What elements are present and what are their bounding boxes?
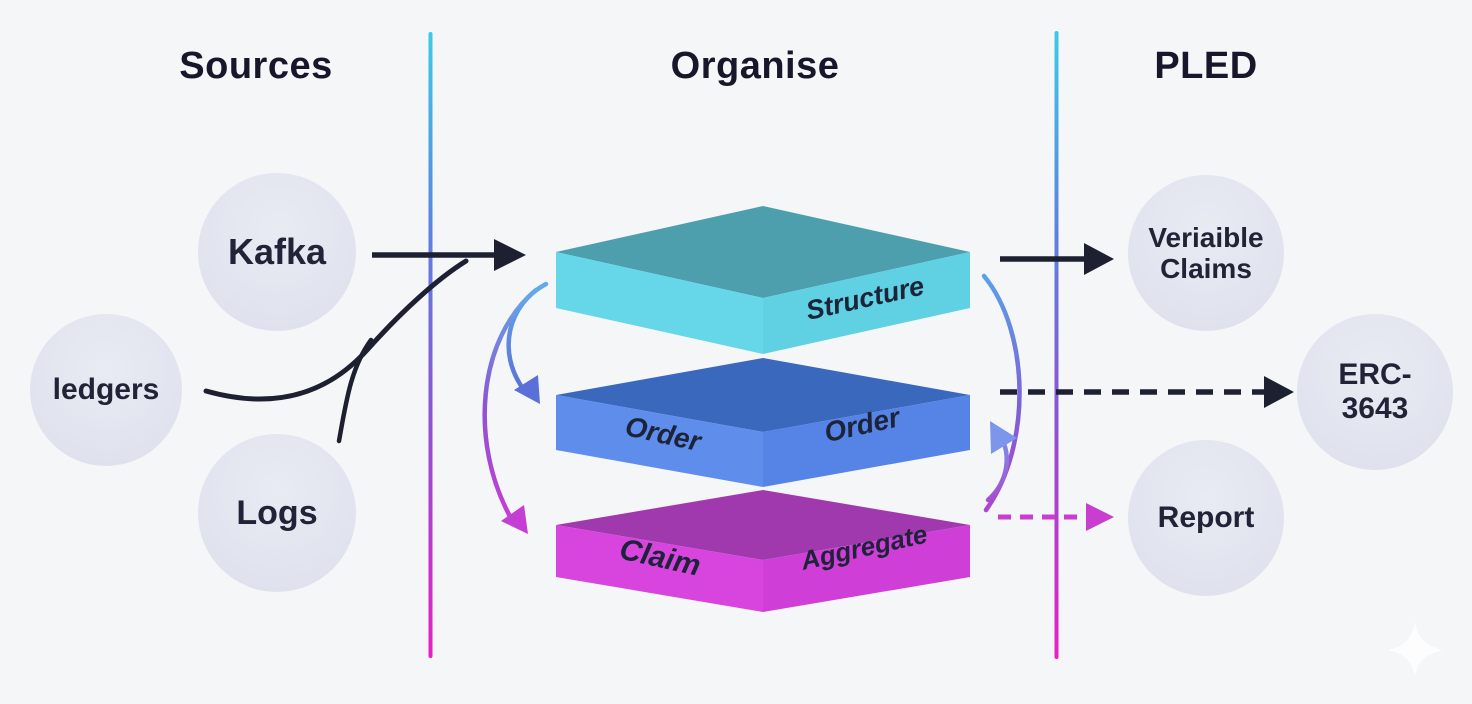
- node-erc3643: ERC- 3643: [1297, 314, 1453, 470]
- sparkle-icon: [1388, 622, 1443, 676]
- arrowhead-icon: [501, 505, 528, 534]
- node-ledgers-label: ledgers: [52, 373, 160, 407]
- arrowhead-icon: [494, 239, 526, 271]
- node-ledgers: ledgers: [30, 314, 182, 466]
- structure-left-face: [556, 252, 763, 354]
- order-layer: Order Order: [556, 358, 970, 487]
- node-erc3643-line1: ERC-: [1338, 358, 1412, 392]
- ledgers-merge-curve: [203, 258, 469, 402]
- claim-left-face: [556, 525, 763, 612]
- node-verifiable-claims-line1: Veriaible: [1148, 221, 1264, 253]
- structure-right-face: [763, 252, 970, 354]
- arrowhead-icon: [1084, 243, 1114, 275]
- order-right-face: [763, 395, 970, 487]
- claim-aggregate-layer: Claim Aggregate: [556, 490, 970, 612]
- heading-sources: Sources: [179, 45, 333, 87]
- claim-right-face: [763, 525, 970, 612]
- left-structure-to-claim-arrow: [482, 287, 539, 534]
- arrowhead-icon: [1086, 503, 1114, 531]
- right-claim-to-order-arrow: [985, 421, 1017, 503]
- node-logs: Logs: [198, 434, 356, 592]
- node-verifiable-claims-line2: Claims: [1160, 253, 1252, 284]
- structure-layer: Structure: [556, 206, 970, 354]
- arrowhead-icon: [514, 375, 540, 404]
- claim-to-report-dashed-arrow: [998, 503, 1114, 531]
- node-erc3643-line2: 3643: [1341, 392, 1409, 425]
- order-to-erc3643-dashed-arrow: [1000, 376, 1294, 408]
- node-verifiable-claims: Veriaible Claims: [1128, 175, 1284, 331]
- heading-organise: Organise: [670, 45, 840, 87]
- node-report-label: Report: [1157, 501, 1255, 535]
- logs-merge-curve: [336, 337, 374, 444]
- arrowhead-icon: [1264, 376, 1294, 408]
- arrowhead-icon: [990, 421, 1017, 454]
- kafka-to-organise-arrow: [372, 239, 526, 271]
- structure-to-claims-arrow: [1000, 243, 1114, 275]
- node-kafka: Kafka: [198, 173, 356, 331]
- left-structure-to-order-arrow: [506, 281, 549, 404]
- node-kafka-label: Kafka: [227, 230, 327, 272]
- node-report: Report: [1128, 440, 1284, 596]
- heading-pled: PLED: [1154, 45, 1258, 87]
- order-left-face: [556, 395, 763, 487]
- node-logs-label: Logs: [236, 493, 318, 532]
